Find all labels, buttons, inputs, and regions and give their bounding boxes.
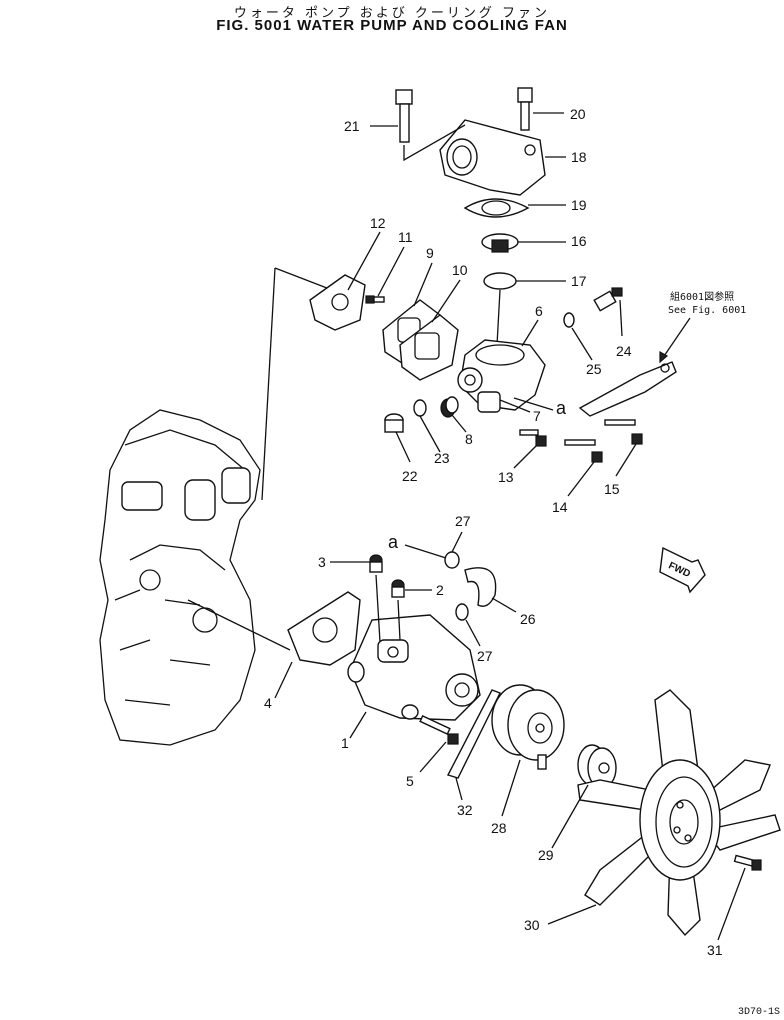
bolt-11 <box>365 295 385 304</box>
thermostat-housing-6 <box>457 339 546 413</box>
callout-15: 15 <box>604 481 620 497</box>
callout-6: 6 <box>535 303 543 319</box>
callout-25: 25 <box>586 361 602 377</box>
callout-8: 8 <box>465 431 473 447</box>
plug-22 <box>384 413 404 433</box>
callout-23: 23 <box>434 450 450 466</box>
bolt-20 <box>517 87 533 131</box>
callout-14: 14 <box>552 499 568 515</box>
cross-reference-en: See Fig. 6001 <box>668 305 746 316</box>
callout-13: 13 <box>498 469 514 485</box>
callout-9: 9 <box>426 245 434 261</box>
leader-line <box>513 397 554 411</box>
leader-line <box>375 574 381 643</box>
callout-4: 4 <box>264 695 272 711</box>
leader-line <box>187 599 291 651</box>
washer-25 <box>563 312 575 328</box>
callout-10: 10 <box>452 262 468 278</box>
callout-16: 16 <box>571 233 587 249</box>
bypass-hose-26 <box>464 567 497 607</box>
bolt-31 <box>733 854 762 871</box>
reference-letter-a-2: a <box>388 532 399 552</box>
engine-block-outline <box>99 409 261 746</box>
callout-26: 26 <box>520 611 536 627</box>
callout-17: 17 <box>571 273 587 289</box>
plug-8 <box>440 396 459 418</box>
drawing-code: 3D70-1S <box>737 1007 780 1018</box>
gasket-12 <box>309 274 366 331</box>
plug-3 <box>369 554 383 573</box>
bolt-21 <box>395 89 413 143</box>
callout-31: 31 <box>707 942 723 958</box>
thermostat-16 <box>481 233 519 253</box>
callout-27: 27 <box>455 513 471 529</box>
gasket-19 <box>463 198 530 218</box>
cross-reference-jp: 組6001図参照 <box>670 290 734 303</box>
callout-30: 30 <box>524 917 540 933</box>
washer-23 <box>413 399 427 417</box>
bolt-5 <box>419 715 459 745</box>
callout-1: 1 <box>341 735 349 751</box>
callout-20: 20 <box>570 106 586 122</box>
leader-line <box>397 599 401 641</box>
gasket-10 <box>399 314 459 381</box>
thermostat-cover <box>439 119 546 196</box>
callout-21: 21 <box>344 118 360 134</box>
callout-7: 7 <box>533 408 541 424</box>
leader-line <box>404 544 447 559</box>
o-ring-17 <box>483 272 517 290</box>
v-belt-32 <box>446 689 501 779</box>
callout-12: 12 <box>370 215 386 231</box>
leader-line <box>496 289 501 346</box>
leader-line <box>261 267 276 501</box>
arrow-head <box>659 350 669 364</box>
fwd-direction-arrow: FWD <box>659 546 706 594</box>
reference-letter-a: a <box>556 398 567 418</box>
water-pump-body <box>347 614 481 721</box>
plug-2 <box>391 579 405 598</box>
callout-24: 24 <box>616 343 632 359</box>
callout-29: 29 <box>538 847 554 863</box>
callout-32: 32 <box>457 802 473 818</box>
callout-numbers: 21 20 18 19 16 17 12 11 9 10 6 24 25 7 8… <box>264 106 723 958</box>
bolt-14 <box>564 439 603 463</box>
callout-22: 22 <box>402 468 418 484</box>
gasket-4 <box>287 591 361 666</box>
fan-spacer-29 <box>577 744 617 789</box>
callout-27b: 27 <box>477 648 493 664</box>
adjusting-bracket <box>578 361 677 417</box>
callout-5: 5 <box>406 773 414 789</box>
callout-19: 19 <box>571 197 587 213</box>
temperature-sensor-24 <box>593 287 623 312</box>
title-japanese: ウォータ ポンプ および クーリング ファン <box>233 6 551 21</box>
bolt-13 <box>519 429 547 447</box>
leader-line <box>403 124 466 162</box>
figure-title: FIG. 5001 WATER PUMP AND COOLING FAN <box>216 17 568 34</box>
callout-28: 28 <box>491 820 507 836</box>
bolt-15 <box>604 419 643 445</box>
callout-leaders <box>274 112 746 941</box>
callout-18: 18 <box>571 149 587 165</box>
callout-11: 11 <box>398 229 413 245</box>
callout-2: 2 <box>436 582 444 598</box>
hose-clamp-27 <box>444 551 460 569</box>
cooling-fan-30 <box>577 689 781 937</box>
pulley-28 <box>491 684 565 770</box>
hose-clamp-27b <box>455 603 469 621</box>
callout-3: 3 <box>318 554 326 570</box>
